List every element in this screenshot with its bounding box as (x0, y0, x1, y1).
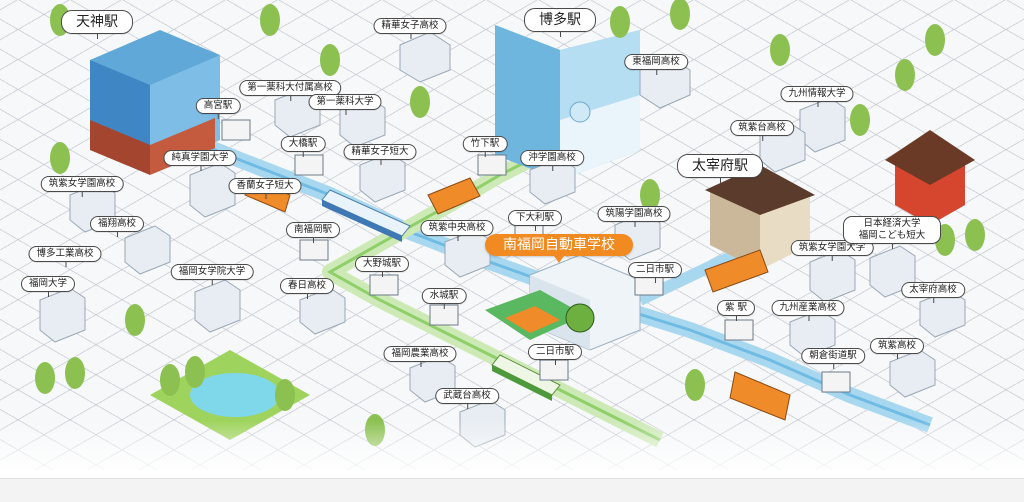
label-school-fukusho-hs[interactable]: 福翔高校 (89, 216, 145, 237)
label-shimoori-station[interactable]: 下大利駅 (507, 210, 563, 231)
map-illustration (35, 0, 985, 448)
school-blocks (39, 31, 966, 448)
label-school-chikushi-chuo-hs[interactable]: 筑紫中央高校 (420, 220, 494, 241)
label-school-musashidai-hs[interactable]: 武蔵台高校 (435, 388, 499, 409)
label-futsukaichi-station[interactable]: 二日市駅 (527, 344, 583, 365)
label-school-hakata-kogyo-hs[interactable]: 博多工業高校 (28, 246, 102, 267)
footer-bar (0, 478, 1024, 502)
label-takamiya-station[interactable]: 高宮駅 (195, 98, 241, 119)
label-hakata-station[interactable]: 博多駅 (524, 8, 596, 37)
label-school-fukuoka-univ[interactable]: 福岡大学 (20, 276, 76, 297)
route-map: 天神駅 博多駅 太宰府駅 高宮駅 大橋駅 竹下駅 下大利駅 南福岡駅 大野城駅 … (0, 0, 1024, 480)
label-futsukaichi-station-east[interactable]: 二日市駅 (627, 262, 683, 283)
label-dazaifu-station[interactable]: 太宰府駅 (677, 154, 763, 183)
bus-4 (729, 371, 791, 421)
shrine (885, 130, 975, 225)
label-takeshita-station[interactable]: 竹下駅 (462, 136, 508, 157)
label-school-daiichi-yakka-univ[interactable]: 第一薬科大学 (308, 94, 382, 115)
label-school-kyushu-joho-univ[interactable]: 九州情報大学 (780, 86, 854, 107)
driving-school-banner[interactable]: 南福岡自動車学校 (485, 234, 633, 263)
label-school-fukuoka-nogyo-hs[interactable]: 福岡農業高校 (383, 346, 457, 367)
label-school-daiichi-yakka-hs[interactable]: 第一薬科大付属高校 (239, 80, 341, 101)
label-school-higashifukuoka-hs[interactable]: 東福岡高校 (624, 54, 688, 75)
label-school-chikushidai-hs[interactable]: 筑紫台高校 (730, 120, 794, 141)
label-school-seika-jc[interactable]: 精華女子短大 (343, 144, 417, 165)
hakata-building (495, 25, 640, 180)
tenjin-building (90, 30, 220, 175)
label-minamifukuoka-station[interactable]: 南福岡駅 (285, 222, 341, 243)
label-school-okigakuen-hs[interactable]: 沖学園高校 (520, 150, 584, 171)
label-school-junshin-univ[interactable]: 純真学園大学 (163, 150, 237, 171)
bus-1 (427, 177, 481, 215)
label-school-chikushi-jogakuen-univ[interactable]: 筑紫女学園大学 (790, 240, 874, 261)
label-school-chikushi-jogakuen-hs[interactable]: 筑紫女学園高校 (40, 176, 124, 197)
label-school-seika-hs[interactable]: 精華女子高校 (373, 18, 447, 39)
label-school-kasuga-hs[interactable]: 春日高校 (279, 278, 335, 299)
school-building (485, 254, 641, 351)
label-murasaki-station[interactable]: 紫 駅 (716, 300, 756, 321)
label-onojo-station[interactable]: 大野城駅 (354, 256, 410, 277)
train-blue (321, 189, 411, 242)
label-school-chikushi-hs[interactable]: 筑紫高校 (869, 338, 925, 359)
label-school-kyushu-sangyo-hs[interactable]: 九州産業高校 (771, 300, 845, 321)
label-mizuki-station[interactable]: 水城駅 (421, 288, 467, 309)
station-gates (221, 119, 851, 393)
label-ohashi-station[interactable]: 大橋駅 (280, 136, 326, 157)
label-school-fukuoka-jogakuin-univ[interactable]: 福岡女学院大学 (170, 264, 254, 285)
label-school-nihon-keizai-univ[interactable]: 日本経済大学福岡こども短大 (843, 216, 941, 249)
label-tenjin-station[interactable]: 天神駅 (61, 10, 133, 39)
label-school-dazaifu-hs[interactable]: 太宰府高校 (901, 282, 965, 303)
label-school-koran-jc[interactable]: 香蘭女子短大 (228, 178, 302, 199)
label-asakuragaido-station[interactable]: 朝倉街道駅 (801, 348, 865, 369)
bus-3 (704, 249, 769, 293)
label-school-chikuyo-gakuen-hs[interactable]: 筑陽学園高校 (597, 206, 671, 227)
